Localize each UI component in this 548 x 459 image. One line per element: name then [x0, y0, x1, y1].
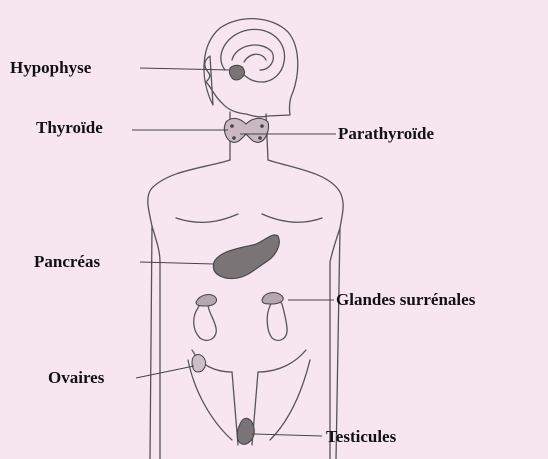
torso-outline — [148, 160, 343, 459]
label-parathyroide: Parathyroïde — [338, 124, 434, 144]
head-outline — [204, 19, 298, 117]
adrenal-gland-left — [196, 295, 217, 306]
ovary-gland — [192, 355, 206, 372]
chest-line — [176, 214, 322, 222]
thyroid-gland — [224, 118, 268, 142]
kidney-left — [194, 302, 217, 340]
kidney-right — [267, 300, 287, 340]
label-surrenales: Glandes surrénales — [336, 290, 475, 310]
label-pancreas: Pancréas — [34, 252, 100, 272]
pituitary-gland — [229, 65, 244, 80]
label-thyroide: Thyroïde — [36, 118, 103, 138]
label-hypophyse: Hypophyse — [10, 58, 91, 78]
adrenal-gland-right — [262, 293, 283, 304]
label-testicules: Testicules — [326, 427, 396, 447]
pancreas-gland — [213, 235, 279, 279]
pelvis-outline — [192, 350, 306, 372]
label-ovaires: Ovaires — [48, 368, 104, 388]
